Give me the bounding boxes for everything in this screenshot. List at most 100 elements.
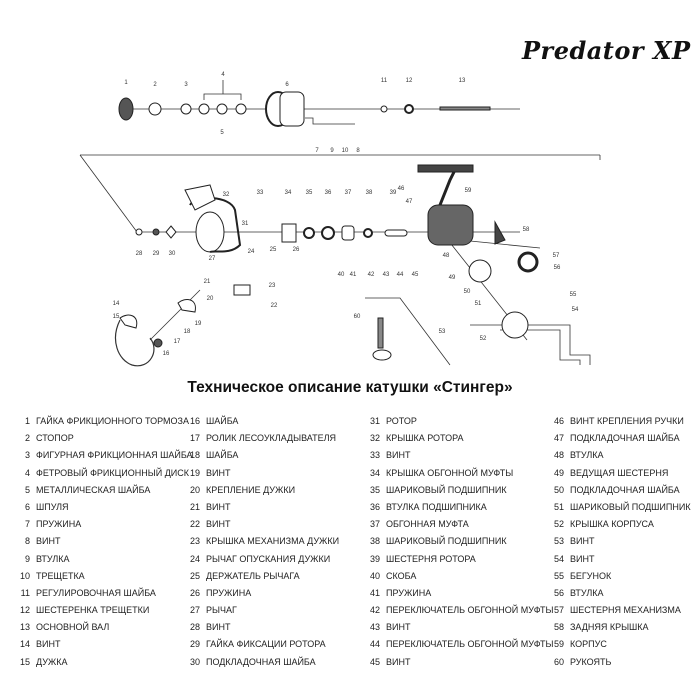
part-row: 24 РЫЧАГ ОПУСКАНИЯ ДУЖКИ	[0, 551, 339, 568]
callout-label: 19	[195, 321, 202, 327]
callout-label: 7	[315, 148, 319, 154]
part-name: ШЕСТЕРЕНКА ТРЕЩЕТКИ	[36, 605, 150, 616]
part-number: 54	[553, 553, 564, 564]
callout-label: 11	[381, 78, 388, 84]
part-number: 53	[553, 536, 564, 547]
callout-label: 52	[480, 336, 487, 342]
drive-gear-shape	[468, 259, 492, 283]
one-way-clutch-shape	[341, 225, 355, 241]
ratchet-gear-shape	[404, 104, 414, 114]
callout-label: 28	[136, 251, 143, 257]
callout-label: 6	[285, 82, 289, 88]
part-name: ПРУЖИНА	[206, 587, 252, 598]
part-number: 7	[24, 519, 30, 530]
callout-label: 50	[464, 289, 471, 295]
part-name: ДЕРЖАТЕЛЬ РЫЧАГА	[206, 570, 300, 581]
part-name: ПОДКЛАДОЧНАЯ ШАЙБА	[570, 484, 680, 495]
part-name: РЫЧАГ ОПУСКАНИЯ ДУЖКИ	[206, 553, 331, 564]
callout-label: 20	[207, 296, 214, 302]
part-number: 13	[19, 622, 30, 633]
part-name: ШАРИКОВЫЙ ПОДШИПНИК	[386, 484, 507, 495]
part-number: 17	[189, 433, 200, 444]
callout-label: 13	[459, 78, 466, 84]
part-name: ШЕСТЕРНЯ МЕХАНИЗМА	[570, 605, 681, 616]
felt-disc-shape	[235, 103, 247, 115]
part-name: МЕТАЛЛИЧЕСКАЯ ШАЙБА	[36, 484, 151, 495]
part-number: 5	[24, 484, 30, 495]
bearing-shape	[363, 228, 373, 238]
callout-label: 15	[113, 314, 120, 320]
callout-label: 21	[204, 279, 211, 285]
callout-label: 22	[271, 303, 278, 309]
part-number: 50	[553, 484, 564, 495]
clutch-cover-shape	[281, 223, 297, 243]
part-name: ВИНТ	[36, 639, 61, 650]
part-number: 24	[189, 553, 200, 564]
callout-label: 34	[285, 190, 292, 196]
part-name: ГАЙКА ФРИКЦИОННОГО ТОРМОЗА	[36, 416, 189, 426]
part-name: ПОДКЛАДОЧНАЯ ШАЙБА	[570, 433, 680, 444]
callout-label: 2	[153, 82, 157, 88]
part-name: ГАЙКА ФИКСАЦИИ РОТОРА	[206, 639, 326, 650]
callout-label: 40	[338, 272, 345, 278]
part-number: 40	[369, 570, 380, 581]
part-name: ПРУЖИНА	[386, 587, 432, 598]
callout-label: 41	[350, 272, 357, 278]
callout-label: 48	[443, 253, 450, 259]
part-name: ТРЕЩЕТКА	[36, 570, 85, 581]
part-number: 41	[369, 587, 380, 598]
part-number: 55	[553, 570, 564, 581]
part-number: 16	[189, 416, 200, 426]
part-number: 21	[189, 501, 200, 512]
line-roller-shape	[153, 338, 163, 348]
pinion-gear-shape	[384, 229, 408, 237]
part-number: 36	[369, 501, 380, 512]
part-name: ФИГУРНАЯ ФРИКЦИОННАЯ ШАЙБА	[36, 450, 193, 461]
part-number: 9	[24, 553, 30, 564]
callout-label: 12	[406, 78, 413, 84]
part-number: 57	[553, 605, 564, 616]
felt-disc-shape	[198, 103, 210, 115]
part-name: ШПУЛЯ	[36, 501, 69, 512]
callout-label: 14	[113, 301, 120, 307]
callout-label: 42	[368, 272, 375, 278]
handle-arm-shape	[438, 169, 457, 206]
part-number: 31	[369, 416, 380, 426]
part-name: РОЛИК ЛЕСОУКЛАДЫВАТЕЛЯ	[206, 433, 336, 444]
spool-body-shape	[279, 91, 305, 127]
callout-label: 49	[449, 275, 456, 281]
part-number: 15	[19, 656, 30, 667]
part-number: 19	[189, 467, 200, 478]
callout-label: 57	[553, 253, 560, 259]
callout-label: 36	[325, 190, 332, 196]
callout-label: 8	[356, 148, 360, 154]
part-row: 41 ПРУЖИНА	[0, 585, 554, 602]
part-name: КРЫШКА МЕХАНИЗМА ДУЖКИ	[206, 536, 340, 547]
part-number: 32	[369, 433, 380, 444]
bail-cover-shape	[233, 284, 251, 296]
part-name: СКОБА	[386, 570, 417, 581]
part-name: ЗАДНЯЯ КРЫШКА	[570, 622, 649, 633]
